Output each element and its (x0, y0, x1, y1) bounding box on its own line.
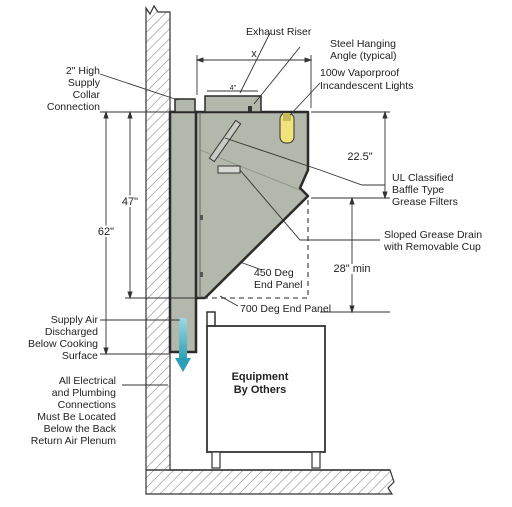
hanging-angle (248, 106, 252, 112)
callouts: Exhaust Riser Steel Hanging Angle (typic… (28, 26, 482, 447)
electrical-label-3: Connections (58, 399, 116, 411)
lights-label-2: Incandescent Lights (320, 80, 413, 92)
electrical-label-2: and Plumbing (52, 387, 116, 399)
supply-air-label-3: Below Cooking (28, 338, 98, 350)
panel700-label: 700 Deg End Panel (240, 303, 331, 315)
baffle-label-1: UL Classified (392, 172, 454, 184)
equipment-label-2: By Others (234, 384, 287, 396)
leader-lines (99, 32, 385, 386)
electrical-label-5: Below the Back (44, 423, 117, 435)
panel450-label-1: 450 Deg (254, 267, 294, 279)
supply-plenum (168, 110, 198, 354)
supply-air-label-2: Discharged (45, 326, 98, 338)
supply-air-arrow (175, 318, 191, 372)
supply-air-label-1: Supply Air (51, 314, 99, 326)
supply-collar-label-3: Collar (73, 89, 101, 101)
electrical-label-4: Must Be Located (37, 411, 116, 423)
dim-47: 47" (122, 196, 138, 208)
equipment: Equipment By Others (206, 311, 326, 469)
supply-collar-label-1: 2" High (66, 65, 100, 77)
exhaust-riser-label: Exhaust Riser (246, 26, 312, 38)
exhaust-riser (204, 95, 262, 113)
floor-section (145, 469, 395, 495)
drain-label-2: with Removable Cup (383, 241, 481, 253)
panel450-label-2: End Panel (254, 279, 302, 291)
supply-collar (174, 98, 196, 113)
hanging-angle-label-2: Angle (typical) (330, 50, 397, 62)
dim-62: 62" (98, 226, 114, 238)
end-panel-700-outline (205, 200, 309, 299)
wall-section (145, 4, 171, 471)
baffle-label-2: Baffle Type (392, 184, 444, 196)
supply-collar-label-4: Connection (47, 101, 100, 113)
electrical-label-6: Return Air Plenum (31, 435, 116, 447)
dim-22-5: 22.5" (347, 151, 372, 163)
supply-air-label-4: Surface (62, 350, 98, 362)
baffle-label-3: Grease Filters (392, 196, 458, 208)
grease-filter (208, 119, 242, 163)
equipment-label-1: Equipment (232, 371, 289, 383)
drain-label-1: Sloped Grease Drain (384, 229, 482, 241)
dimension-lines (100, 55, 390, 356)
lights-label-1: 100w Vaporproof (320, 67, 399, 79)
dim-riser-size: 4" (230, 85, 237, 92)
dim-x: x (251, 48, 257, 60)
electrical-label-1: All Electrical (59, 375, 116, 387)
hanging-angle-label-1: Steel Hanging (330, 38, 396, 50)
supply-collar-label-2: Supply (68, 77, 101, 89)
hood-body (168, 95, 310, 354)
dim-28-min: 28" min (334, 263, 371, 275)
grease-drain-cup (217, 165, 241, 174)
